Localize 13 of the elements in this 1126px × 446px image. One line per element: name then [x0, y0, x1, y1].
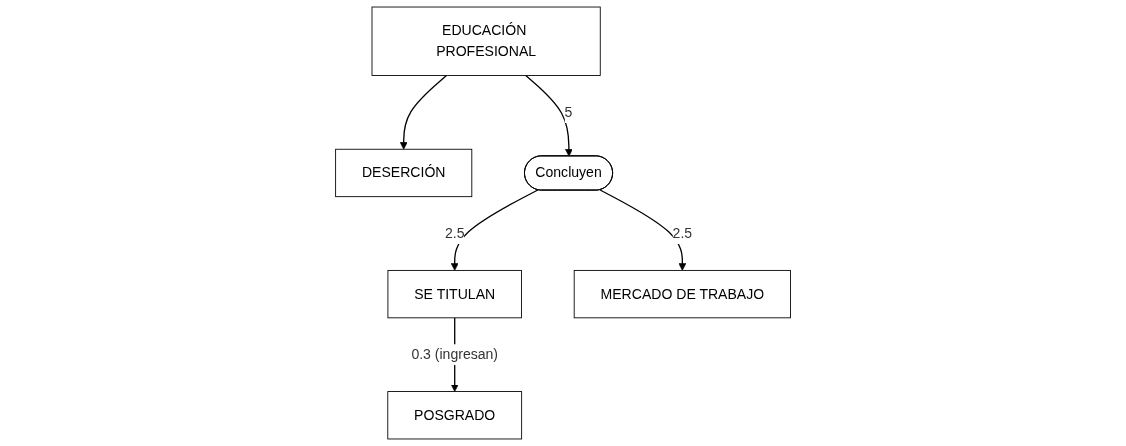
node-box: POSGRADO: [387, 391, 522, 440]
arrow: [450, 189, 539, 271]
arrow: [399, 74, 448, 150]
node-box: DESERCIÓN: [335, 148, 473, 198]
edge-label: 2.5: [444, 225, 465, 241]
arrow: [525, 74, 573, 157]
node-box: SE TITULAN: [387, 269, 522, 319]
node-box: EDUCACIÓN PROFESIONAL: [371, 6, 601, 76]
edge-label: 0.3 (ingresan): [411, 346, 498, 362]
edge-label: 5: [564, 104, 573, 120]
node-box: MERCADO DE TRABAJO: [573, 269, 791, 319]
edge-label: 2.5: [672, 225, 693, 241]
arrow: [599, 189, 687, 271]
